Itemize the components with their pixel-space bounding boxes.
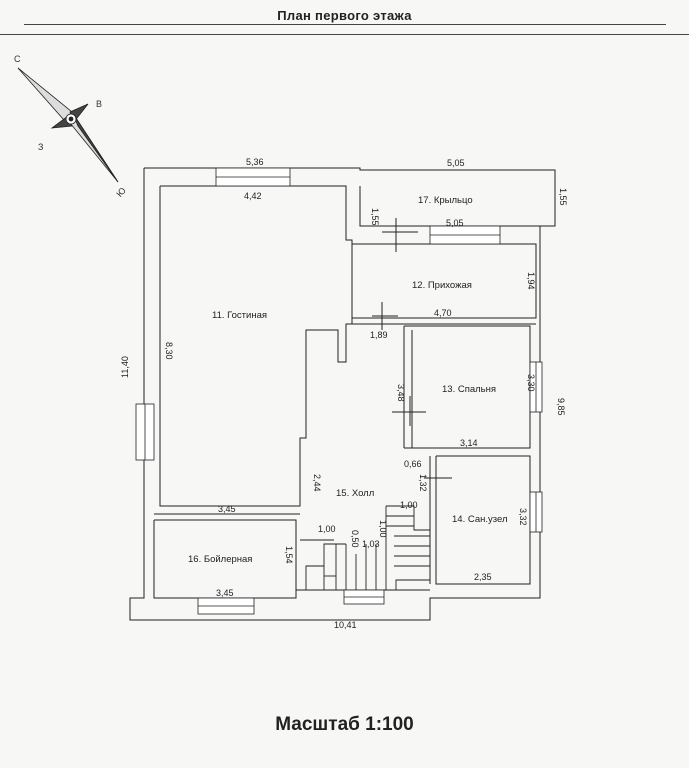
dim-label: 5,05 xyxy=(446,218,464,228)
room-13-label: 13. Спальня xyxy=(442,384,496,395)
dim-label: 5,36 xyxy=(246,157,264,167)
scale-label: Масштаб 1:100 xyxy=(275,714,414,735)
dim-label: 10,41 xyxy=(334,620,357,630)
compass-south-label: Ю xyxy=(114,186,128,199)
dim-label: 1,94 xyxy=(526,272,536,290)
room-15-label: 15. Холл xyxy=(336,488,374,499)
dim-label: 8,30 xyxy=(164,342,174,360)
dim-label: 1,55 xyxy=(558,188,568,206)
room-11-label: 11. Гостиная xyxy=(212,310,267,321)
compass-north-label: С xyxy=(14,54,21,64)
dim-label: 1,89 xyxy=(370,330,388,340)
page-title: План первого этажа xyxy=(277,8,412,23)
room-12-label: 12. Прихожая xyxy=(412,280,472,291)
dim-label: 9,85 xyxy=(556,398,566,416)
dim-label: 4,42 xyxy=(244,191,262,201)
room-14-label: 14. Сан.узел xyxy=(452,514,508,525)
dim-label: 11,40 xyxy=(120,356,130,378)
dim-label: 3,30 xyxy=(526,374,536,392)
dim-label: 1,54 xyxy=(284,546,294,564)
dim-label: 1,00 xyxy=(378,520,388,538)
compass-east-label: В xyxy=(96,99,102,109)
dim-label: 1,55 xyxy=(370,208,380,226)
dim-label: 0,66 xyxy=(404,459,422,469)
dim-label: 3,48 xyxy=(396,384,406,402)
compass-west-label: З xyxy=(38,142,43,152)
title-rule-top xyxy=(24,24,666,25)
dim-label: 3,14 xyxy=(460,438,478,448)
doors xyxy=(300,218,452,541)
dim-label: 1,00 xyxy=(400,500,418,510)
dim-label: 3,45 xyxy=(218,504,236,514)
compass-rose-icon xyxy=(17,67,119,183)
staircase xyxy=(305,505,431,590)
dim-label: 1,03 xyxy=(362,539,380,549)
dim-label: 0,50 xyxy=(350,530,360,548)
dim-label: 2,44 xyxy=(312,474,322,492)
dim-label: 5,05 xyxy=(447,158,465,168)
dim-label: 3,32 xyxy=(518,508,528,526)
dim-label: 2,35 xyxy=(474,572,492,582)
room-16-label: 16. Бойлерная xyxy=(188,554,252,565)
room-17-label: 17. Крыльцо xyxy=(418,195,473,206)
windows xyxy=(135,167,543,615)
dim-label: 4,70 xyxy=(434,308,452,318)
title-rule-bottom xyxy=(0,34,689,35)
dim-label: 1,00 xyxy=(318,524,336,534)
dimension-labels: 5,36 5,05 4,42 1,55 1,55 5,05 1,94 4,70 … xyxy=(120,157,568,630)
dim-label: 3,45 xyxy=(216,588,234,598)
dim-label: 1,32 xyxy=(418,474,428,492)
